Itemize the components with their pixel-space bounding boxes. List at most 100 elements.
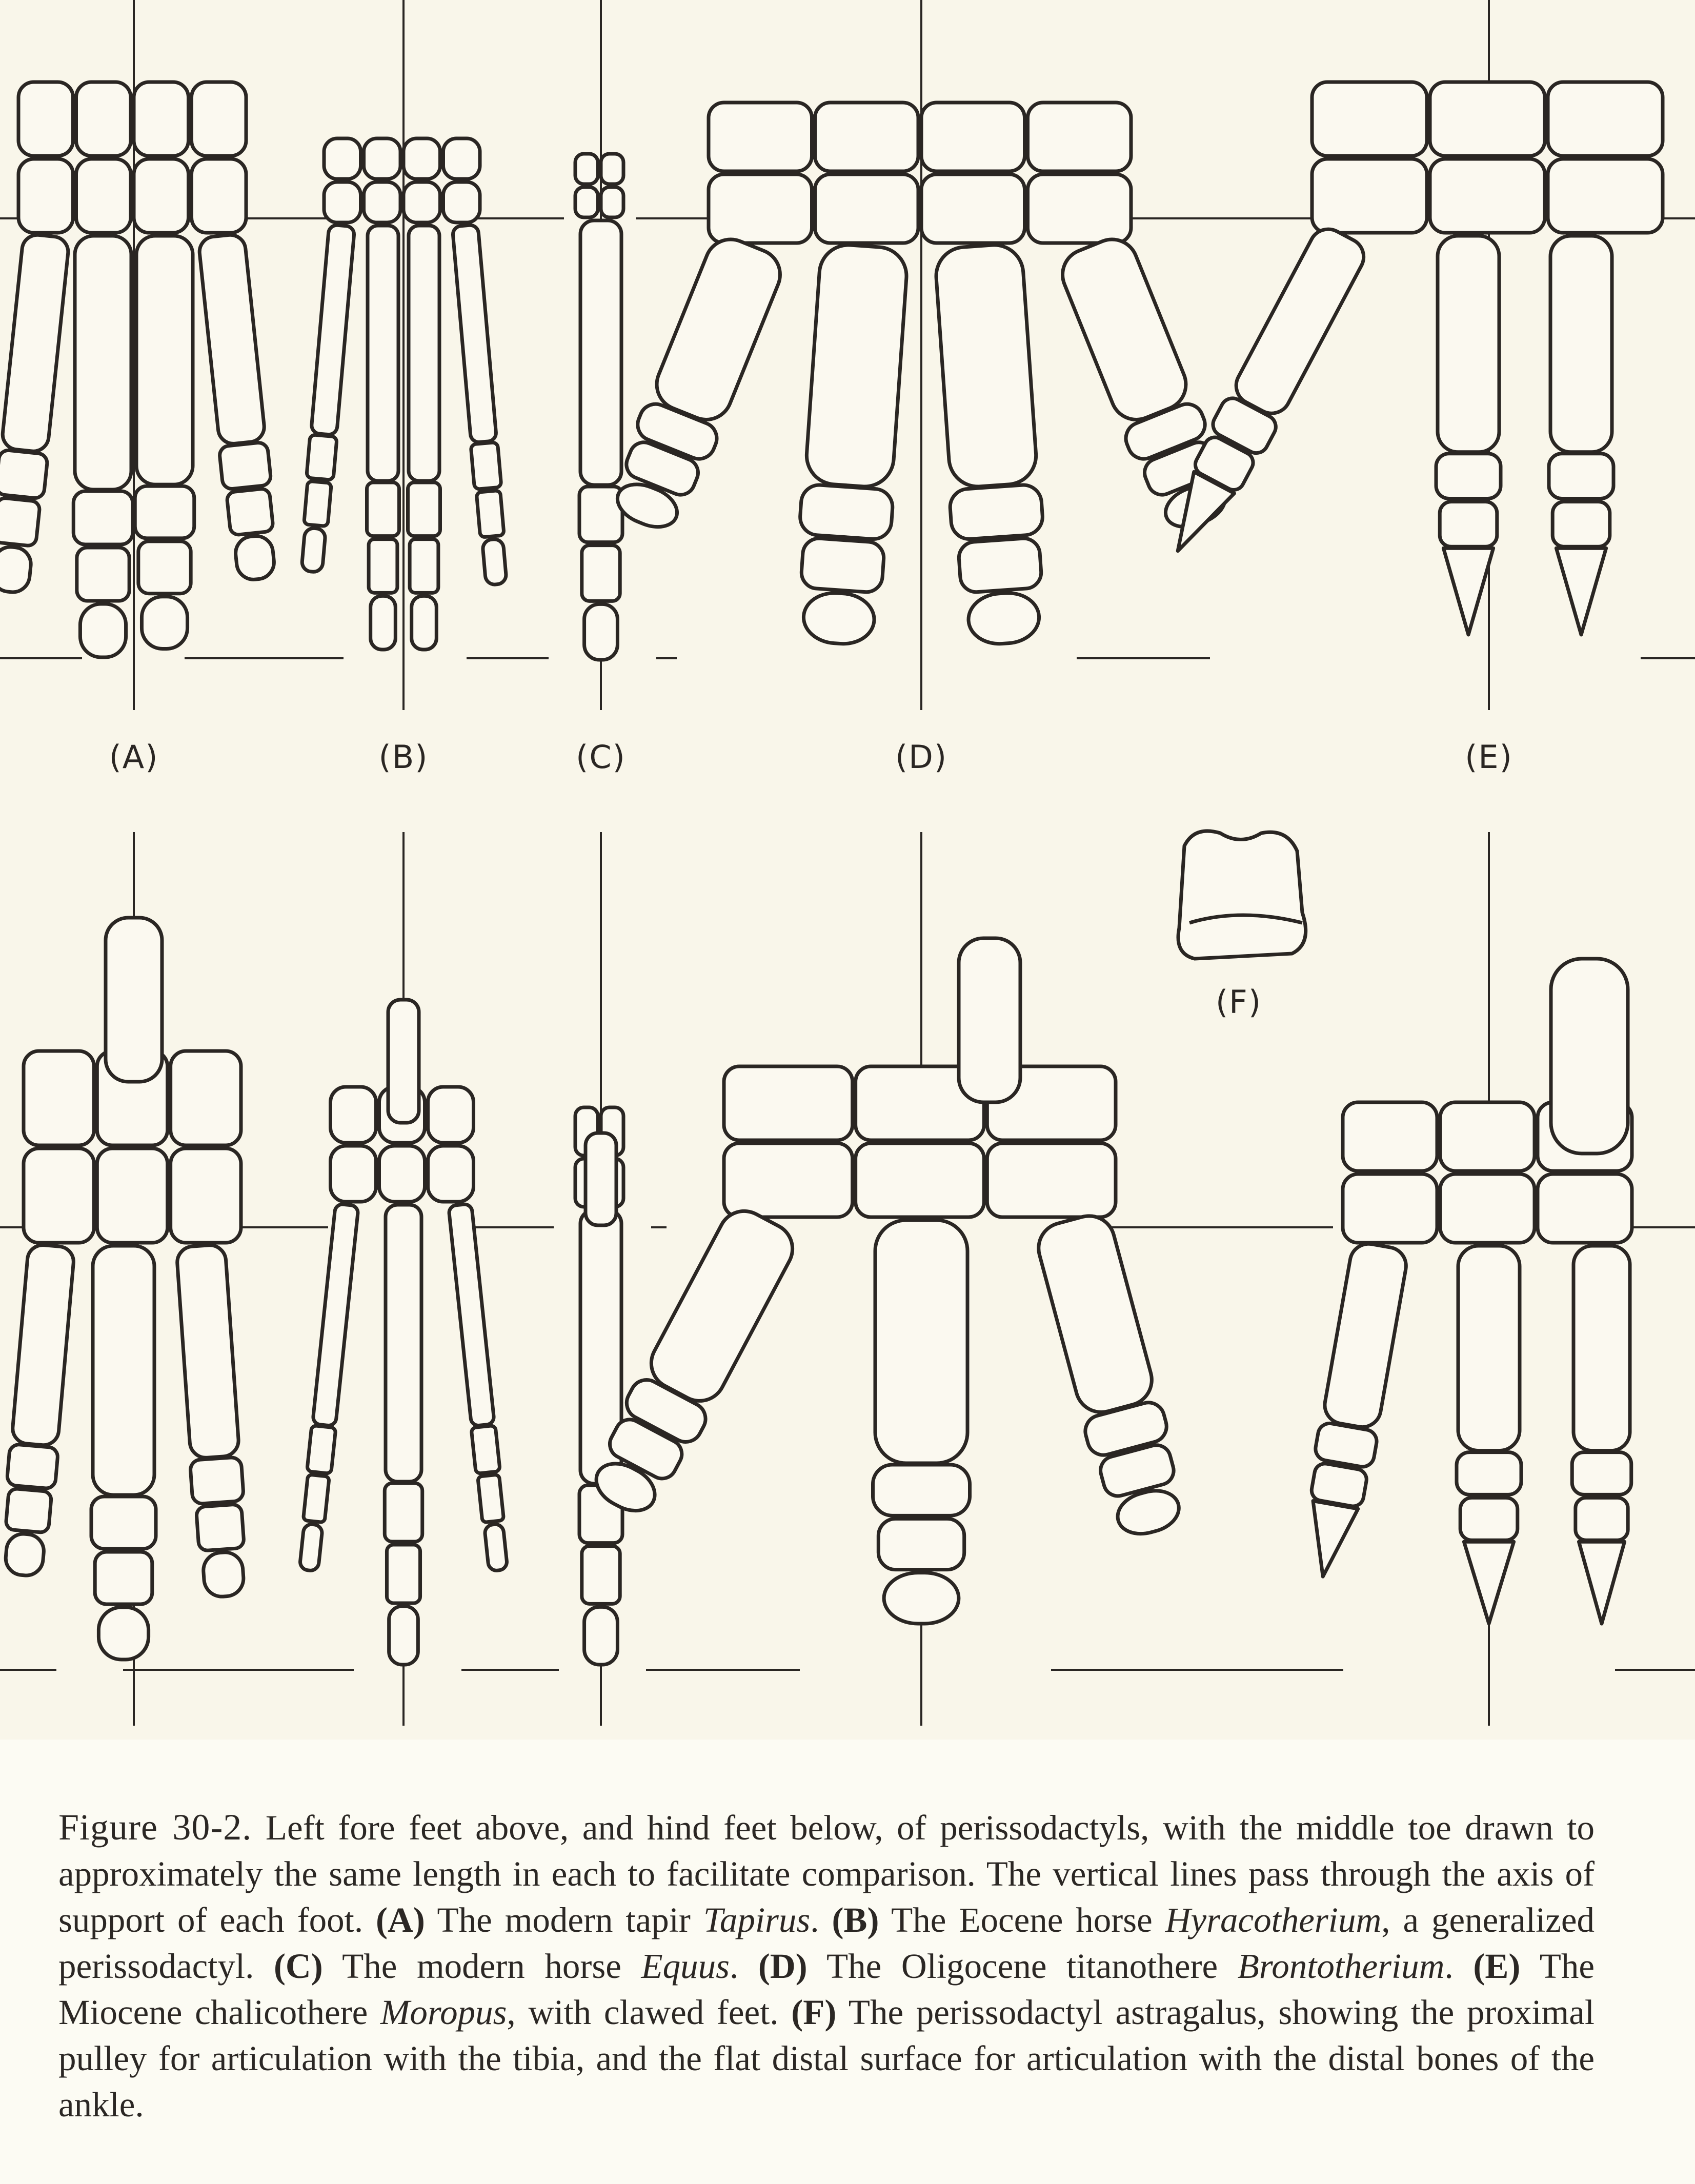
metapodial-bone (407, 224, 441, 483)
carpal-bone (1438, 1100, 1537, 1173)
carpal-bone (169, 1049, 243, 1147)
phalanx-bone (608, 1418, 684, 1481)
caption-label-a: (A) (376, 1900, 425, 1939)
phalanx-bone (382, 1481, 425, 1544)
digit (594, 1209, 795, 1513)
metapodial-bone (310, 223, 356, 437)
carpal-bone (1341, 1100, 1439, 1173)
caption-text: The modern tapir (425, 1900, 703, 1939)
panel-label-e: (E) (1465, 738, 1513, 776)
phalanx-bone (387, 1604, 420, 1667)
digit (1455, 1244, 1523, 1626)
carpal-bone (322, 136, 362, 181)
caption-text: . (810, 1900, 832, 1939)
caption-text: . (1444, 1947, 1474, 1986)
carpal-bone (707, 172, 814, 245)
carpal-bone (74, 157, 133, 235)
phalanx-bone (225, 487, 275, 537)
digit (1309, 1242, 1408, 1579)
metapodial-bone (447, 1202, 496, 1427)
phalanx-bone (580, 1544, 622, 1606)
caption-label-c: (C) (273, 1947, 323, 1986)
digit (577, 218, 624, 662)
carpal-bone (573, 185, 600, 219)
phalanx-bone (580, 543, 622, 603)
digit (4, 1243, 75, 1578)
carpal-bone (1341, 1172, 1439, 1245)
metapodial-bone (1234, 227, 1366, 415)
caption-text: The Miocene chalicothere (58, 1947, 1595, 2032)
carpal-bone (599, 152, 625, 186)
phalanx-bone (300, 526, 327, 574)
digit (1570, 1244, 1633, 1626)
phalanx-bone (1099, 1443, 1176, 1498)
phalanx-bone (365, 480, 401, 538)
foot-equus-fore (573, 152, 625, 662)
phalanx-bone (4, 1532, 46, 1578)
metapodial-bone (1571, 1244, 1632, 1453)
phalanx-bone (1438, 500, 1499, 549)
phalanx-bone (636, 402, 719, 461)
phalanx-bone (615, 482, 679, 529)
digit (1547, 234, 1616, 637)
claw-bone (1577, 1540, 1627, 1626)
phalanx-bone (577, 484, 624, 544)
carpal-bone (132, 157, 190, 235)
claw-bone (1176, 470, 1236, 553)
digit (447, 1202, 509, 1572)
phalanx-bone (89, 1494, 158, 1551)
carpal-bone (329, 1085, 378, 1145)
digit (197, 233, 276, 581)
carpal-bone (722, 1064, 855, 1142)
caption-text: The perissodactyl astragalus, showing th… (58, 1993, 1595, 2124)
metapodial-bone (11, 1243, 75, 1447)
carpal-bone (1546, 157, 1665, 235)
phalanx-bone (1314, 1421, 1379, 1469)
phalanx-bone (624, 440, 700, 497)
carpal-bone (707, 100, 814, 173)
caption-text: , with clawed feet. (507, 1993, 792, 2032)
digit (406, 224, 442, 652)
phalanx-bone (0, 448, 49, 500)
figure-number: Figure 30-2. (58, 1807, 252, 1848)
caption-label-d: (D) (758, 1947, 808, 1986)
phalanx-bone (139, 595, 190, 651)
carpal-bone (599, 185, 625, 219)
metapodial-bone (804, 243, 909, 489)
phalanx-bone (78, 602, 128, 659)
phalanx-bone (966, 591, 1041, 646)
foot-tapirus-fore (0, 80, 276, 659)
carpal-bone (722, 1141, 855, 1219)
metapodial-bone (934, 243, 1038, 489)
phalanx-bone (476, 1473, 506, 1524)
carpal-bone (854, 1141, 986, 1219)
genus-name: Tapirus (703, 1900, 811, 1939)
figure-caption: Figure 30-2. Left fore feet above, and h… (58, 1804, 1595, 2128)
foot-tapirus-hind (4, 1049, 246, 1662)
carpal-bone (1026, 100, 1133, 173)
genus-name: Hyracotherium (1165, 1900, 1382, 1939)
phalanx-bone (1434, 452, 1503, 501)
carpal-bone (1428, 80, 1547, 158)
caption-text: The Oligocene titanothere (807, 1947, 1238, 1986)
phalanx-bone (195, 1503, 246, 1552)
metapodial-bone (134, 234, 195, 487)
carpal-bone (441, 180, 482, 225)
panel-label-a: (A) (109, 738, 159, 776)
phalanx-bone (305, 433, 338, 482)
phalanx-bone (4, 1487, 53, 1534)
phalanx-bone (483, 1522, 509, 1572)
metapodial-bone (451, 223, 498, 444)
digit (71, 234, 135, 659)
caption-text: The Eocene horse (879, 1900, 1165, 1939)
caption-text: , a generalized perissodactyl. (58, 1900, 1595, 1986)
carpal-bone (919, 100, 1026, 173)
panel-label-c: (C) (576, 738, 626, 776)
foot-hyracotherium-hind (298, 1085, 509, 1667)
phalanx-bone (469, 440, 503, 491)
genus-name: Brontotherium (1237, 1947, 1445, 1986)
metapodial-bone (175, 1243, 240, 1460)
metapodial-bone (1436, 234, 1501, 454)
digit (934, 243, 1044, 646)
carpal-bone (1428, 157, 1547, 235)
